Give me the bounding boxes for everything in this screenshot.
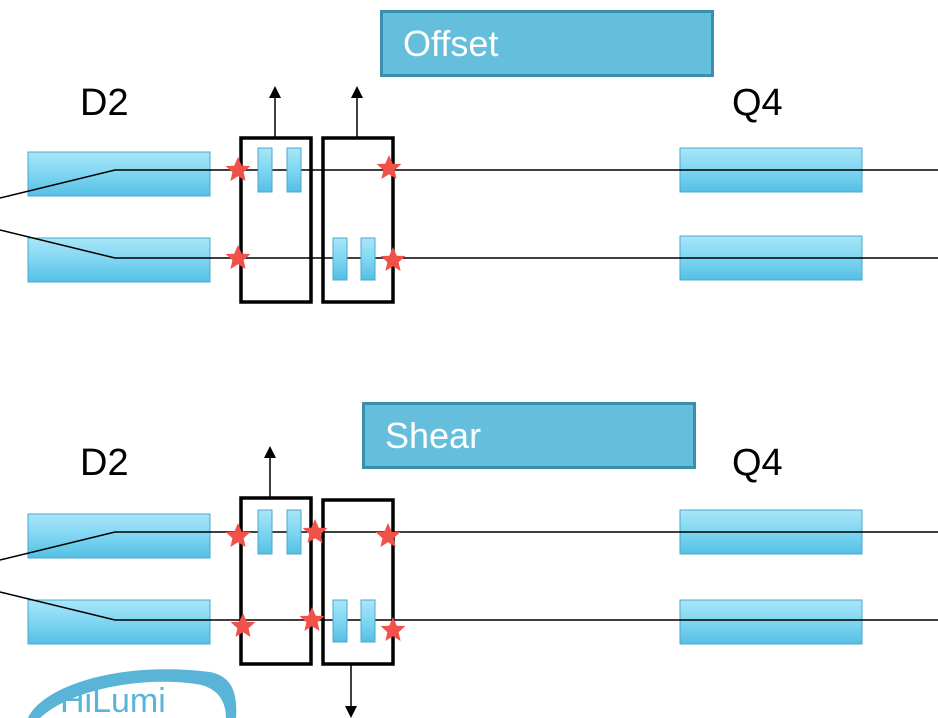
alignment-star [230,613,256,637]
right-module-cavity-1 [332,237,348,281]
right-module-cavity-2 [360,599,376,643]
logo-swoosh [28,669,237,718]
shear-d2-label: D2 [80,442,129,484]
d2-upper-magnet [27,513,211,559]
upper-beam-line [0,169,938,199]
offset-panel [0,86,938,304]
upper-beam-line [0,531,938,561]
left-module-cavity-1 [257,509,273,555]
lower-beam-line [0,229,938,259]
right-module-cavity-1 [332,599,348,643]
shear-panel [0,446,938,718]
d2-lower-magnet [27,237,211,283]
left-module-box [239,496,313,666]
left-module-cavity-2 [286,147,302,193]
d2-upper-magnet [27,151,211,197]
logo-text: HiLumi [60,682,166,718]
right-module-cavity-2 [360,237,376,281]
alignment-star [225,157,251,181]
left-module-box [239,136,313,304]
right-module-box [321,498,395,666]
offset-d2-label: D2 [80,82,129,124]
alignment-star [375,523,401,547]
left-module-cavity-1 [257,147,273,193]
offset-title-box: Offset [380,10,714,77]
lower-beam-line [0,591,938,621]
alignment-star [225,245,251,269]
shear-title: Shear [385,415,482,456]
d2-lower-magnet [27,599,211,645]
left-module-cavity-2 [286,509,302,555]
shear-title-box: Shear [362,402,696,469]
q4-lower-magnet [679,599,863,645]
alignment-star [225,523,251,547]
alignment-star [376,155,402,179]
shear-q4-label: Q4 [732,442,783,484]
offset-title: Offset [403,23,499,64]
right-module-box [321,136,395,304]
offset-q4-label: Q4 [732,82,783,124]
hilumi-logo: HiLumi [28,669,237,718]
